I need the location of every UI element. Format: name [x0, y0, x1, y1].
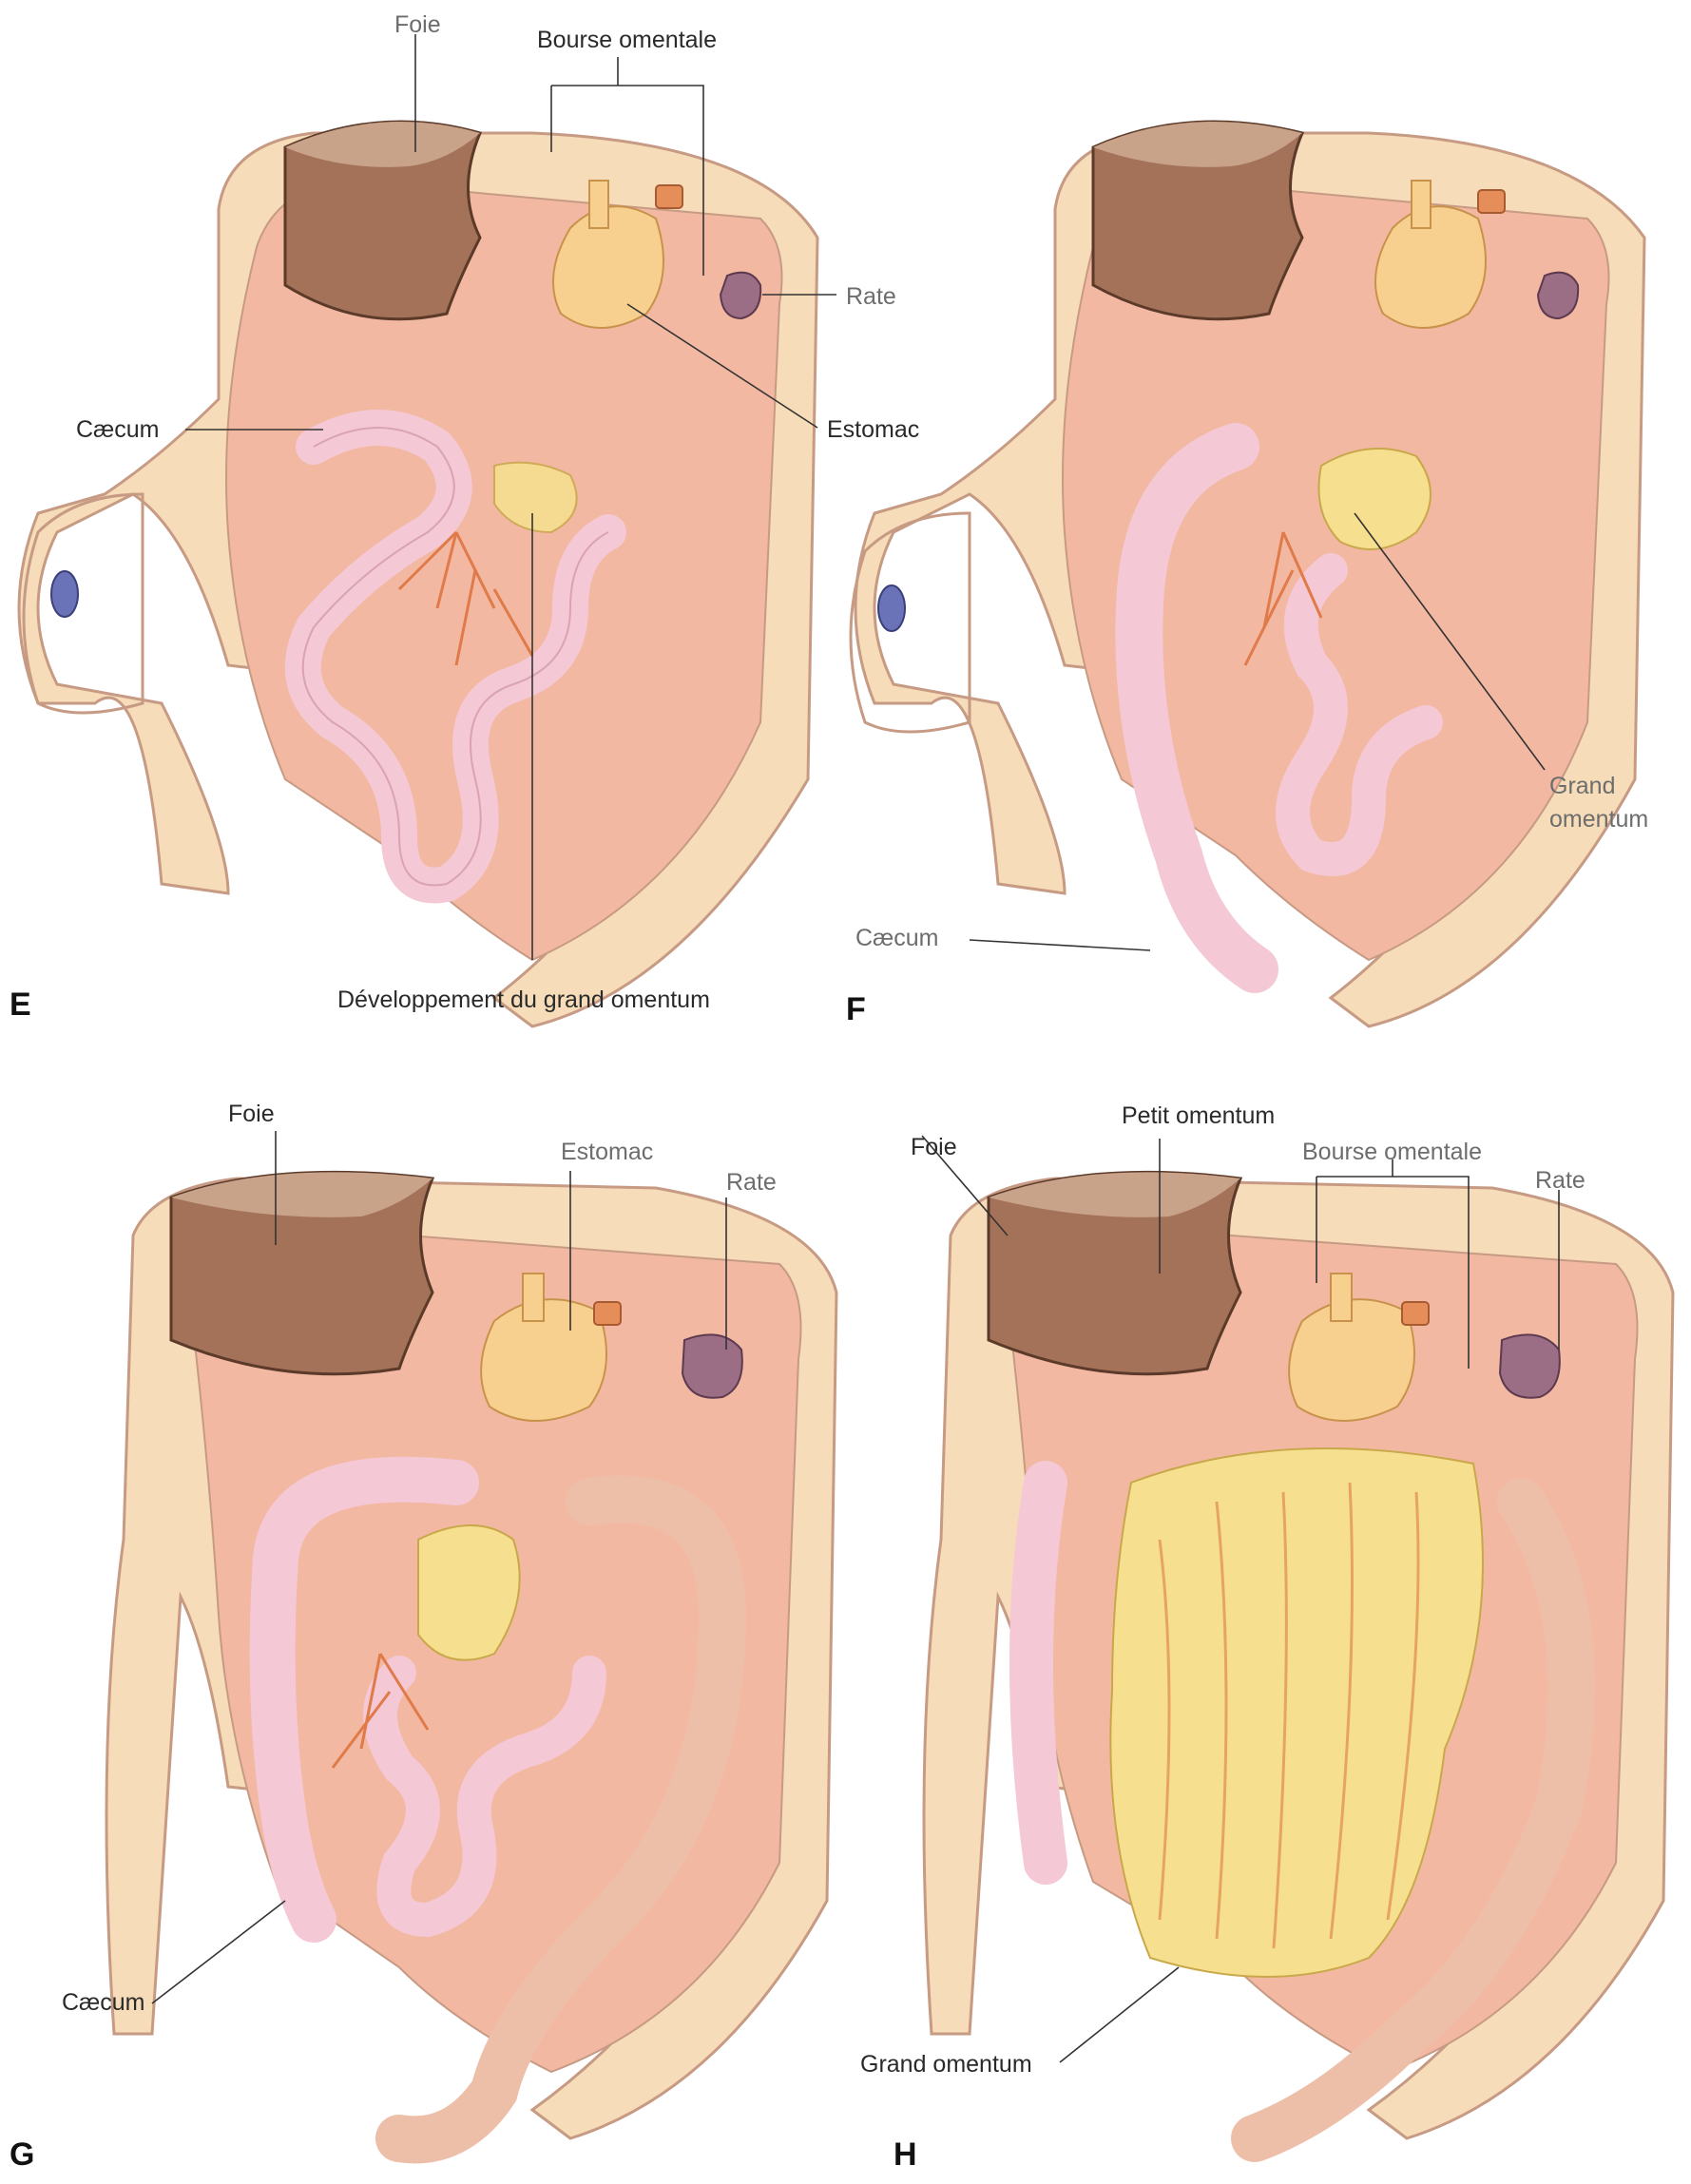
greater-omentum-label: Grand omentum [860, 2053, 1032, 2077]
panel-letter: H [894, 2138, 917, 2171]
liver-label: Foie [394, 13, 441, 37]
aorta [1478, 190, 1505, 213]
panel-f-drawing [836, 0, 1691, 1064]
panel-e: Foie Bourse omentale Rate Estomac Cæcum … [0, 0, 855, 1064]
greater-omentum-label: Grand omentum [1549, 770, 1648, 836]
omentum-development-label: Développement du grand omentum [337, 988, 710, 1012]
cecum-label: Cæcum [76, 418, 160, 442]
stomach-label: Estomac [561, 1140, 653, 1164]
panel-f: Grand omentum Cæcum F [836, 0, 1691, 1064]
panel-h-drawing [836, 1083, 1691, 2184]
esophagus [1331, 1274, 1352, 1321]
cecum-label: Cæcum [62, 1991, 145, 2015]
ascending-colon [1031, 1483, 1046, 1863]
panel-letter: E [10, 988, 31, 1021]
greater-omentum [1319, 449, 1432, 549]
panel-g: Foie Estomac Rate Cæcum G [0, 1083, 855, 2184]
liver-label: Foie [911, 1136, 957, 1159]
spleen-label: Rate [726, 1171, 777, 1195]
panel-g-drawing [0, 1083, 855, 2184]
cecum-label: Cæcum [855, 927, 939, 950]
aorta [656, 185, 682, 208]
panel-letter: F [846, 993, 866, 1025]
spleen [1500, 1334, 1560, 1397]
omental-bursa-label: Bourse omentale [537, 29, 717, 52]
panel-e-drawing [0, 0, 855, 1064]
esophagus [1412, 181, 1431, 228]
aorta [1402, 1302, 1429, 1325]
spleen [682, 1334, 742, 1397]
omental-bursa-label: Bourse omentale [1302, 1140, 1482, 1164]
spleen [721, 273, 760, 318]
spleen [1538, 273, 1578, 318]
spleen-label: Rate [1535, 1169, 1585, 1193]
kidney [51, 571, 78, 617]
panel-h: Foie Petit omentum Bourse omentale Rate … [836, 1083, 1691, 2184]
esophagus [589, 181, 608, 228]
lesser-omentum-label: Petit omentum [1122, 1104, 1275, 1128]
liver-label: Foie [228, 1102, 275, 1126]
panel-letter: G [10, 2138, 34, 2171]
esophagus [523, 1274, 544, 1321]
kidney [878, 585, 905, 631]
aorta [594, 1302, 621, 1325]
